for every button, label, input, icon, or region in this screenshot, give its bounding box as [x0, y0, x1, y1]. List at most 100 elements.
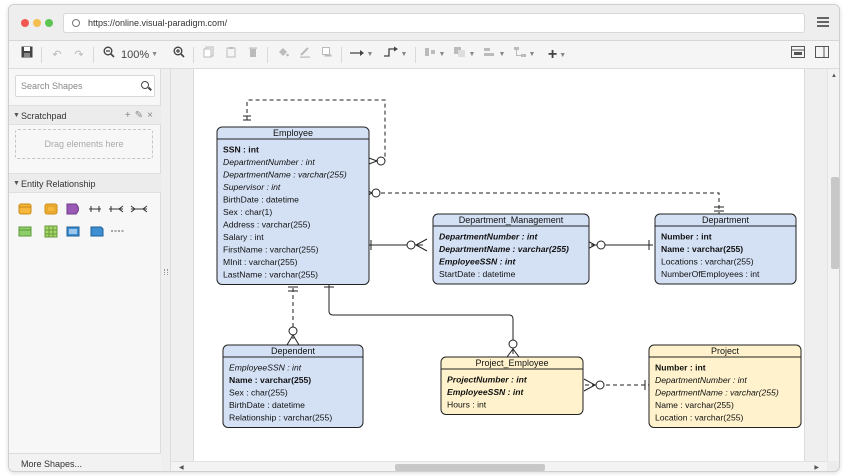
entity-field: LastName : varchar(255) — [223, 270, 318, 280]
add-icon[interactable]: + — [124, 110, 135, 121]
entity-relationship-header[interactable]: ▼ Entity Relationship — [9, 173, 161, 193]
distribute-button[interactable]: ▼ — [481, 46, 507, 64]
entity-field: Name : varchar(255) — [229, 375, 311, 385]
search-placeholder: Search Shapes — [21, 81, 83, 91]
entity-field: Number : int — [661, 232, 712, 242]
delete-icon[interactable] — [245, 46, 261, 64]
entity-field: DepartmentNumber : int — [655, 375, 747, 385]
entity-field: DepartmentNumber : int — [223, 157, 315, 167]
entity-field: DepartmentName : varchar(255) — [655, 388, 779, 398]
minimize-window-button[interactable] — [33, 19, 41, 27]
paste-icon[interactable] — [223, 46, 239, 64]
entity-field: Relationship : varchar(255) — [229, 413, 332, 423]
close-window-button[interactable] — [21, 19, 29, 27]
scratchpad-title: Scratchpad — [21, 111, 67, 121]
edit-icon[interactable]: ✎ — [134, 110, 148, 121]
entity-field: Sex : char(1) — [223, 207, 272, 217]
browser-titlebar: https://online.visual-paradigm.com/ — [9, 5, 839, 41]
employee-department-relation[interactable] — [381, 192, 720, 214]
weak-entity-shape[interactable] — [44, 203, 58, 215]
site-info-icon — [72, 19, 80, 27]
connector-style-button[interactable]: ▼ — [347, 46, 375, 64]
zoom-level-select[interactable]: 100%▼ — [121, 49, 159, 61]
arrange-button[interactable]: ▼ — [451, 46, 477, 64]
entity-field: EmployeeSSN : int — [229, 363, 302, 373]
close-icon[interactable]: × — [147, 110, 157, 121]
search-icon[interactable] — [141, 81, 149, 89]
scratchpad-dropzone[interactable]: Drag elements here — [15, 129, 153, 159]
entity-field: Supervisor : int — [223, 182, 281, 192]
entity-field: Locations : varchar(255) — [661, 257, 754, 267]
search-shapes-input[interactable]: Search Shapes — [15, 75, 155, 97]
entity-title: Dependent — [271, 346, 316, 356]
entity-field: BirthDate : datetime — [229, 400, 305, 410]
entity-title: Project_Employee — [475, 358, 548, 368]
horizontal-scroll-thumb[interactable] — [395, 464, 545, 471]
zoom-out-icon[interactable] — [101, 46, 117, 64]
vertical-scroll-thumb[interactable] — [831, 177, 839, 269]
redo-icon[interactable]: ↷ — [74, 49, 84, 61]
collapse-icon: ▼ — [13, 180, 20, 187]
browser-window: https://online.visual-paradigm.com/ ↶ ↷ … — [8, 4, 840, 472]
entity-field: Name : varchar(255) — [655, 400, 734, 410]
entity-field: SSN : int — [223, 145, 259, 155]
scratchpad-header[interactable]: ▼ Scratchpad +✎× — [9, 105, 161, 125]
entity-title: Project — [711, 346, 740, 356]
horizontal-scrollbar[interactable]: ◀ ▶ — [171, 461, 827, 471]
align-button[interactable]: ▼ — [421, 46, 447, 64]
panel-toggle-icon[interactable]: ▼ — [811, 46, 833, 76]
entity-field: Salary : int — [223, 232, 264, 242]
sidebar-splitter[interactable] — [161, 69, 171, 471]
entity-field: BirthDate : datetime — [223, 195, 299, 205]
employee-projectemp-relation[interactable] — [328, 281, 514, 354]
entity-field: DepartmentName : varchar(255) — [223, 170, 347, 180]
insert-button[interactable]: +▼ — [547, 46, 567, 63]
copy-icon[interactable] — [201, 46, 217, 64]
zoom-in-icon[interactable] — [171, 46, 187, 64]
attribute-shape[interactable] — [66, 203, 79, 215]
shadow-icon[interactable] — [319, 46, 335, 64]
browser-menu-icon[interactable] — [817, 17, 829, 27]
entity-field: DepartmentNumber : int — [439, 232, 538, 242]
entity-field: Sex : char(255) — [229, 388, 288, 398]
grid-table-shape[interactable] — [44, 225, 58, 238]
many-to-many-connector[interactable] — [130, 205, 148, 213]
stored-procedure-shape[interactable] — [90, 226, 104, 237]
entity-field: Address : varchar(255) — [223, 220, 311, 230]
one-to-one-connector[interactable] — [89, 206, 101, 212]
maximize-window-button[interactable] — [45, 19, 53, 27]
address-bar[interactable]: https://online.visual-paradigm.com/ — [63, 13, 805, 33]
entity-title: Department_Management — [459, 215, 564, 225]
waypoints-button[interactable]: ▼ — [381, 46, 409, 64]
entity-field: Hours : int — [447, 400, 487, 410]
editor-toolbar: ↶ ↷ 100%▼ ▼ — [9, 41, 839, 76]
vertical-scrollbar[interactable]: ▲ — [827, 69, 839, 461]
zoom-level: 100% — [121, 49, 150, 61]
entity-title: Employee — [273, 128, 313, 138]
view-shape[interactable] — [66, 226, 80, 237]
layout-button[interactable]: ▼ — [511, 46, 537, 64]
more-shapes-button[interactable]: More Shapes... — [9, 453, 161, 471]
one-to-many-connector[interactable] — [109, 205, 124, 213]
fill-color-icon[interactable] — [275, 46, 291, 64]
entity-field: EmployeeSSN : int — [447, 387, 525, 397]
entity-field: StartDate : datetime — [439, 269, 516, 279]
format-panel-icon[interactable] — [789, 46, 807, 64]
shape-sidebar: Search Shapes ▼ Scratchpad +✎× Drag elem… — [9, 69, 161, 471]
section-title: Entity Relationship — [21, 179, 96, 189]
entity-field: ProjectNumber : int — [447, 375, 528, 385]
undo-icon[interactable]: ↶ — [52, 49, 62, 61]
save-icon[interactable] — [19, 46, 35, 64]
entity-field: DepartmentName : varchar(255) — [439, 244, 569, 254]
line-color-icon[interactable] — [297, 46, 313, 64]
table-shape[interactable] — [18, 226, 32, 237]
entity-shape[interactable] — [18, 203, 32, 215]
